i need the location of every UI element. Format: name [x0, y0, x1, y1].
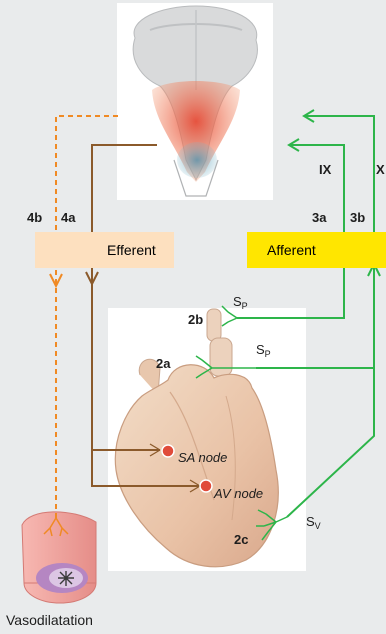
- receptor-sp-mid-sub: P: [265, 349, 271, 359]
- blood-vessel-illustration: [22, 512, 96, 603]
- receptor-sp-mid-main: S: [256, 342, 265, 357]
- nerve-label-x: X: [376, 162, 385, 177]
- av-node-dot: [200, 480, 212, 492]
- receptor-sv-main: S: [306, 514, 315, 529]
- av-node-label: AV node: [214, 486, 263, 501]
- efferent-box: Efferent: [35, 232, 174, 268]
- nerve-label-ix: IX: [319, 162, 331, 177]
- pathway-label-2b: 2b: [188, 312, 203, 327]
- pathway-label-2a: 2a: [156, 356, 170, 371]
- pathway-label-4b: 4b: [27, 210, 42, 225]
- pathway-label-2c: 2c: [234, 532, 248, 547]
- receptor-label-sv: SV: [306, 514, 321, 531]
- receptor-sv-sub: V: [315, 521, 321, 531]
- receptor-label-sp-top: SP: [233, 294, 248, 311]
- sa-node-dot: [162, 445, 174, 457]
- sa-node-label: SA node: [178, 450, 227, 465]
- pathway-label-3b: 3b: [350, 210, 365, 225]
- afferent-label: Afferent: [267, 242, 316, 258]
- pathway-label-4a: 4a: [61, 210, 75, 225]
- receptor-sp-top-sub: P: [242, 301, 248, 311]
- pathway-label-3a: 3a: [312, 210, 326, 225]
- receptor-label-sp-mid: SP: [256, 342, 271, 359]
- receptor-sp-top-main: S: [233, 294, 242, 309]
- afferent-box: Afferent: [247, 232, 386, 268]
- heart-illustration: [108, 308, 306, 571]
- efferent-label: Efferent: [107, 242, 156, 258]
- brainstem-illustration: [117, 3, 273, 200]
- vasodilatation-caption: Vasodilatation: [6, 612, 93, 628]
